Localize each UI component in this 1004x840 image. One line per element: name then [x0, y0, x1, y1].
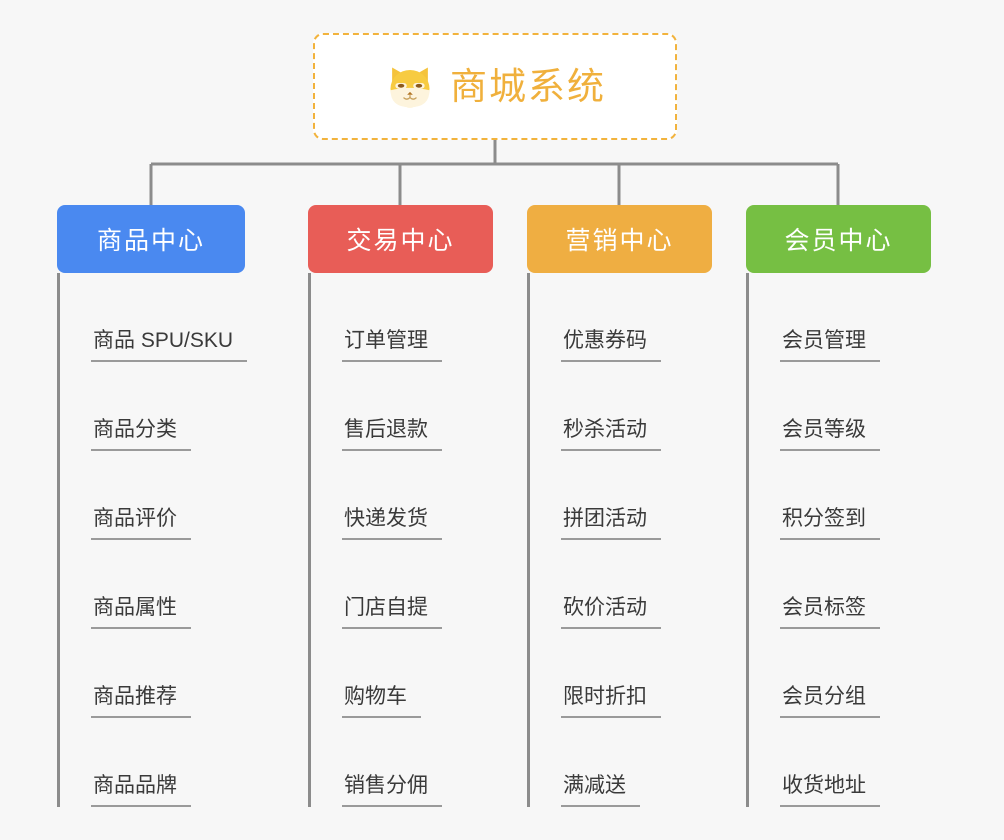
leaf-list-product-center: 商品 SPU/SKU 商品分类 商品评价 商品属性 商品推荐 商品品牌: [57, 273, 245, 807]
leaf-label: 会员管理: [780, 330, 880, 362]
leaf-label: 购物车: [342, 686, 421, 718]
category-column-trade-center: 交易中心 订单管理 售后退款 快递发货 门店自提 购物车: [308, 205, 496, 807]
leaf-label: 快递发货: [342, 508, 442, 540]
category-label: 会员中心: [784, 221, 892, 257]
leaf-label: 积分签到: [780, 508, 880, 540]
leaf-item[interactable]: 限时折扣: [530, 629, 715, 718]
leaf-list-trade-center: 订单管理 售后退款 快递发货 门店自提 购物车 销售分佣: [308, 273, 496, 807]
leaf-item[interactable]: 售后退款: [311, 362, 496, 451]
leaf-item[interactable]: 商品 SPU/SKU: [60, 273, 245, 362]
leaf-item[interactable]: 门店自提: [311, 540, 496, 629]
leaf-item[interactable]: 商品分类: [60, 362, 245, 451]
leaf-list-marketing-center: 优惠券码 秒杀活动 拼团活动 砍价活动 限时折扣 满减送: [527, 273, 715, 807]
leaf-list-member-center: 会员管理 会员等级 积分签到 会员标签 会员分组 收货地址: [746, 273, 934, 807]
leaf-label: 销售分佣: [342, 775, 442, 807]
category-label: 商品中心: [97, 221, 205, 257]
category-column-product-center: 商品中心 商品 SPU/SKU 商品分类 商品评价 商品属性 商品推荐: [57, 205, 245, 807]
leaf-item[interactable]: 拼团活动: [530, 451, 715, 540]
leaf-item[interactable]: 满减送: [530, 718, 715, 807]
shiba-dog-icon: [384, 61, 436, 113]
leaf-label: 商品分类: [91, 419, 191, 451]
leaf-item[interactable]: 商品评价: [60, 451, 245, 540]
leaf-label: 商品评价: [91, 508, 191, 540]
leaf-label: 商品属性: [91, 597, 191, 629]
leaf-item[interactable]: 会员标签: [749, 540, 934, 629]
category-header-product-center[interactable]: 商品中心: [57, 205, 245, 273]
leaf-item[interactable]: 销售分佣: [311, 718, 496, 807]
leaf-item[interactable]: 优惠券码: [530, 273, 715, 362]
leaf-label: 收货地址: [780, 775, 880, 807]
category-label: 交易中心: [346, 221, 454, 257]
category-column-marketing-center: 营销中心 优惠券码 秒杀活动 拼团活动 砍价活动 限时折扣: [527, 205, 715, 807]
leaf-label: 商品推荐: [91, 686, 191, 718]
leaf-item[interactable]: 商品推荐: [60, 629, 245, 718]
leaf-item[interactable]: 会员分组: [749, 629, 934, 718]
leaf-label: 售后退款: [342, 419, 442, 451]
leaf-label: 门店自提: [342, 597, 442, 629]
leaf-item[interactable]: 快递发货: [311, 451, 496, 540]
leaf-label: 拼团活动: [561, 508, 661, 540]
category-header-marketing-center[interactable]: 营销中心: [527, 205, 712, 273]
leaf-item[interactable]: 商品属性: [60, 540, 245, 629]
category-column-member-center: 会员中心 会员管理 会员等级 积分签到 会员标签 会员分组: [746, 205, 934, 807]
leaf-label: 秒杀活动: [561, 419, 661, 451]
leaf-label: 会员等级: [780, 419, 880, 451]
root-title: 商城系统: [450, 68, 606, 105]
leaf-label: 订单管理: [342, 330, 442, 362]
leaf-label: 商品 SPU/SKU: [91, 330, 247, 362]
leaf-item[interactable]: 砍价活动: [530, 540, 715, 629]
category-header-member-center[interactable]: 会员中心: [746, 205, 931, 273]
leaf-label: 限时折扣: [561, 686, 661, 718]
leaf-item[interactable]: 收货地址: [749, 718, 934, 807]
leaf-item[interactable]: 会员管理: [749, 273, 934, 362]
leaf-item[interactable]: 订单管理: [311, 273, 496, 362]
leaf-item[interactable]: 商品品牌: [60, 718, 245, 807]
leaf-label: 商品品牌: [91, 775, 191, 807]
leaf-label: 满减送: [561, 775, 640, 807]
category-header-trade-center[interactable]: 交易中心: [308, 205, 493, 273]
leaf-label: 会员标签: [780, 597, 880, 629]
leaf-label: 砍价活动: [561, 597, 661, 629]
root-node[interactable]: 商城系统: [313, 33, 677, 140]
leaf-item[interactable]: 会员等级: [749, 362, 934, 451]
category-label: 营销中心: [565, 221, 673, 257]
leaf-item[interactable]: 积分签到: [749, 451, 934, 540]
leaf-label: 会员分组: [780, 686, 880, 718]
leaf-label: 优惠券码: [561, 330, 661, 362]
leaf-item[interactable]: 购物车: [311, 629, 496, 718]
leaf-item[interactable]: 秒杀活动: [530, 362, 715, 451]
